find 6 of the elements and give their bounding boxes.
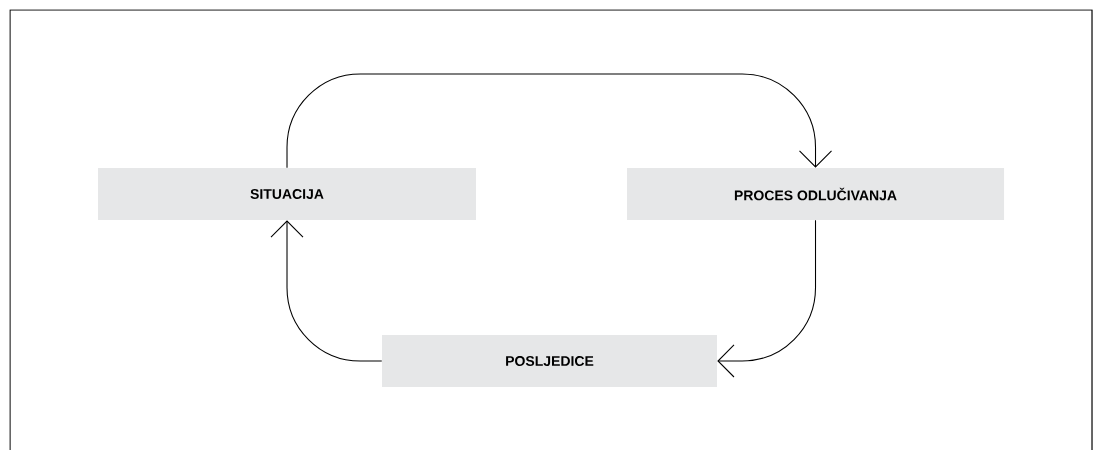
- arrow: [286, 73, 833, 169]
- process-box: PROCES ODLUČIVANJA: [626, 168, 1005, 220]
- arrow: [717, 219, 817, 378]
- process-box: SITUACIJA: [98, 168, 476, 220]
- arrow: [270, 220, 383, 362]
- process-box: POSLJEDICE: [382, 335, 717, 387]
